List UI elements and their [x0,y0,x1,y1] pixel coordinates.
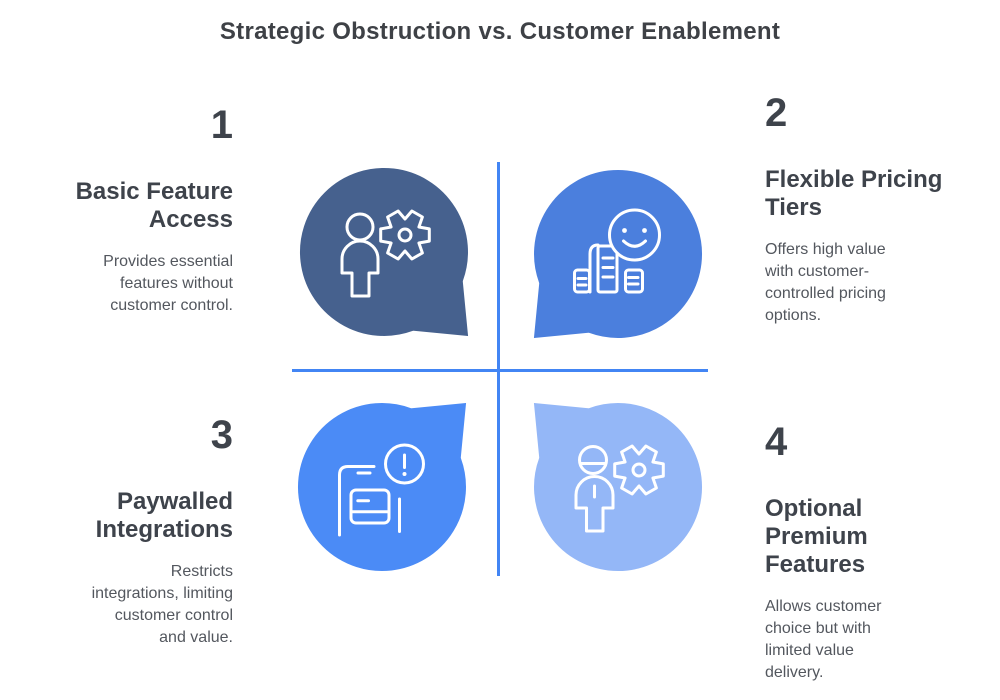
alert-dot [402,472,407,476]
gear-icon [613,444,665,496]
page-title: Strategic Obstruction vs. Customer Enabl… [219,18,781,45]
credit-card [349,488,391,525]
speech-bubble-1 [296,164,473,341]
user-body [340,239,380,298]
quadrant-2-text: 2 Flexible Pricing Tiers Offers high val… [765,93,970,327]
user-head [578,445,608,475]
smiley-eye-left [622,228,627,233]
quadrant-3-heading: Paywalled Integrations [95,488,233,543]
user-body [574,475,615,533]
payment-alert-icon [338,443,425,537]
divider-horizontal-line [292,369,708,372]
user-cap-gear-icon [574,444,665,533]
speech-bubble-2 [529,166,706,343]
terminal-outline [338,465,376,537]
quadrant-3-number: 3 [210,413,233,457]
user-gear-icon [340,209,431,298]
quadrant-4-heading: Optional Premium Features [765,495,868,578]
quadrant-2-heading: Flexible Pricing Tiers [765,166,943,221]
smiley-eye-right [642,228,647,233]
quadrant-2-description: Offers high value with customer- control… [765,241,886,324]
receipt [596,244,619,294]
thumb-up [588,243,600,294]
speech-bubble-4-shape [529,398,706,575]
happy-customer-receipt-icon [573,208,661,294]
quadrant-1-description: Provides essential features without cust… [103,253,233,314]
speech-bubble-3 [294,398,471,575]
quadrant-1-text: 1 Basic Feature Access Provides essentia… [33,105,233,317]
smiley-mouth [622,239,647,248]
speech-bubble-1-shape [296,164,473,341]
speech-bubble-4 [529,398,706,575]
alert-circle [384,443,425,485]
quadrant-1-number: 1 [210,103,233,147]
quadrant-4-text: 4 Optional Premium Features Allows custo… [765,422,970,684]
smiley-face [608,208,661,262]
quadrant-3-description: Restricts integrations, limiting custome… [91,563,233,646]
quadrant-1-heading: Basic Feature Access [75,178,233,233]
quadrant-2-number: 2 [765,91,788,135]
quadrant-4-number: 4 [765,420,788,464]
quadrant-3-text: 3 Paywalled Integrations Restricts integ… [33,415,233,649]
price-card [624,268,644,294]
quadrant-4-description: Allows customer choice but with limited … [765,598,882,681]
speech-bubble-3-shape [294,398,471,575]
gear-icon [379,209,431,261]
